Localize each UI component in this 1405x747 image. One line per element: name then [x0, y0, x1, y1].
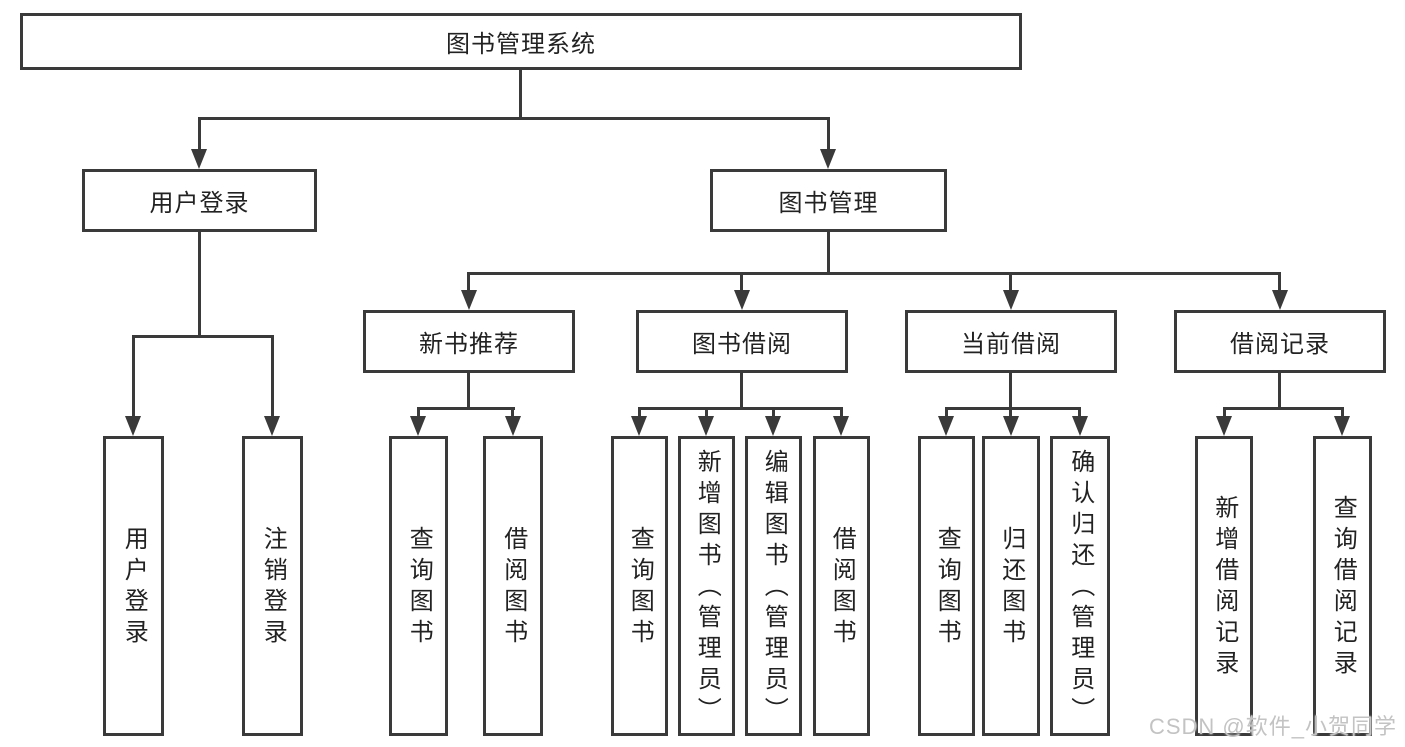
node-book-management: 图书管理 — [710, 169, 947, 232]
connector-book-mgmt-stem — [827, 232, 830, 275]
arrow-into-leaf — [505, 416, 521, 436]
node-new-book-recommend: 新书推荐 — [363, 310, 575, 373]
arrow-into-leaf — [698, 416, 714, 436]
leaf-confirm-return-admin: 确认归还（管理员） — [1050, 436, 1110, 736]
connector-user-login-stem — [198, 232, 201, 338]
connector-leaf-drop — [1223, 407, 1226, 419]
leaf-borrow-books-recommend: 借阅图书 — [483, 436, 543, 736]
connector-level3-drop — [467, 272, 470, 292]
arrow-into-leaf — [938, 416, 954, 436]
connector-current-borrow-stem — [1009, 373, 1012, 410]
connector-leaf-drop — [840, 407, 843, 419]
connector-leaf-drop — [945, 407, 948, 419]
connector-leaf-drop — [772, 407, 775, 419]
connector-level3-rail — [467, 272, 1281, 275]
connector-leaf-drop — [705, 407, 708, 419]
leaf-logout: 注销登录 — [242, 436, 303, 736]
arrow-into-leaf-user-login — [125, 416, 141, 436]
connector-borrow-records-rail — [1223, 407, 1344, 410]
leaf-borrow-books: 借阅图书 — [813, 436, 870, 736]
csdn-watermark: CSDN @软件_小贺同学 — [1148, 714, 1397, 739]
node-borrow-records: 借阅记录 — [1174, 310, 1386, 373]
connector-book-borrow-rail — [638, 407, 843, 410]
arrow-into-leaf — [1072, 416, 1088, 436]
connector-recommend-rail — [417, 407, 515, 410]
arrow-into-leaf — [1003, 416, 1019, 436]
leaf-query-books-current: 查询图书 — [918, 436, 975, 736]
connector-level2-rail — [198, 117, 830, 120]
arrow-into-new-book-recommend — [461, 290, 477, 310]
node-user-login: 用户登录 — [82, 169, 317, 232]
leaf-add-books-admin: 新增图书（管理员） — [678, 436, 735, 736]
connector-user-login-rail — [132, 335, 274, 338]
node-root-library-system: 图书管理系统 — [20, 13, 1022, 70]
connector-current-borrow-rail — [945, 407, 1081, 410]
arrow-into-leaf — [631, 416, 647, 436]
connector-leaf-drop — [271, 335, 274, 418]
arrow-into-leaf — [1216, 416, 1232, 436]
connector-level3-drop — [1009, 272, 1012, 292]
arrow-into-borrow-records — [1272, 290, 1288, 310]
connector-book-borrow-stem — [740, 373, 743, 410]
connector-level3-drop — [740, 272, 743, 292]
leaf-return-books: 归还图书 — [982, 436, 1040, 736]
arrow-into-leaf — [765, 416, 781, 436]
connector-leaf-drop — [1009, 407, 1012, 419]
arrow-into-user-login — [191, 149, 207, 169]
connector-leaf-drop — [511, 407, 514, 419]
arrow-into-leaf — [1334, 416, 1350, 436]
arrow-into-leaf — [833, 416, 849, 436]
arrow-into-leaf-logout — [264, 416, 280, 436]
node-current-borrow: 当前借阅 — [905, 310, 1117, 373]
connector-user-login-drop — [198, 117, 201, 151]
connector-root-stem — [519, 69, 522, 120]
arrow-into-current-borrow — [1003, 290, 1019, 310]
connector-leaf-drop — [1341, 407, 1344, 419]
node-book-borrow: 图书借阅 — [636, 310, 848, 373]
leaf-user-login: 用户登录 — [103, 436, 164, 736]
connector-leaf-drop — [132, 335, 135, 418]
connector-recommend-stem — [467, 373, 470, 410]
arrow-into-book-mgmt — [820, 149, 836, 169]
connector-book-mgmt-drop — [827, 117, 830, 151]
connector-leaf-drop — [1078, 407, 1081, 419]
connector-borrow-records-stem — [1278, 373, 1281, 410]
leaf-query-books-borrow: 查询图书 — [611, 436, 668, 736]
connector-level3-drop — [1278, 272, 1281, 292]
arrow-into-book-borrow — [734, 290, 750, 310]
leaf-edit-books-admin: 编辑图书（管理员） — [745, 436, 802, 736]
arrow-into-leaf — [410, 416, 426, 436]
leaf-query-borrow-record: 查询借阅记录 — [1313, 436, 1372, 736]
leaf-add-borrow-record: 新增借阅记录 — [1195, 436, 1253, 736]
connector-leaf-drop — [638, 407, 641, 419]
leaf-query-books-recommend: 查询图书 — [389, 436, 448, 736]
connector-leaf-drop — [417, 407, 420, 419]
